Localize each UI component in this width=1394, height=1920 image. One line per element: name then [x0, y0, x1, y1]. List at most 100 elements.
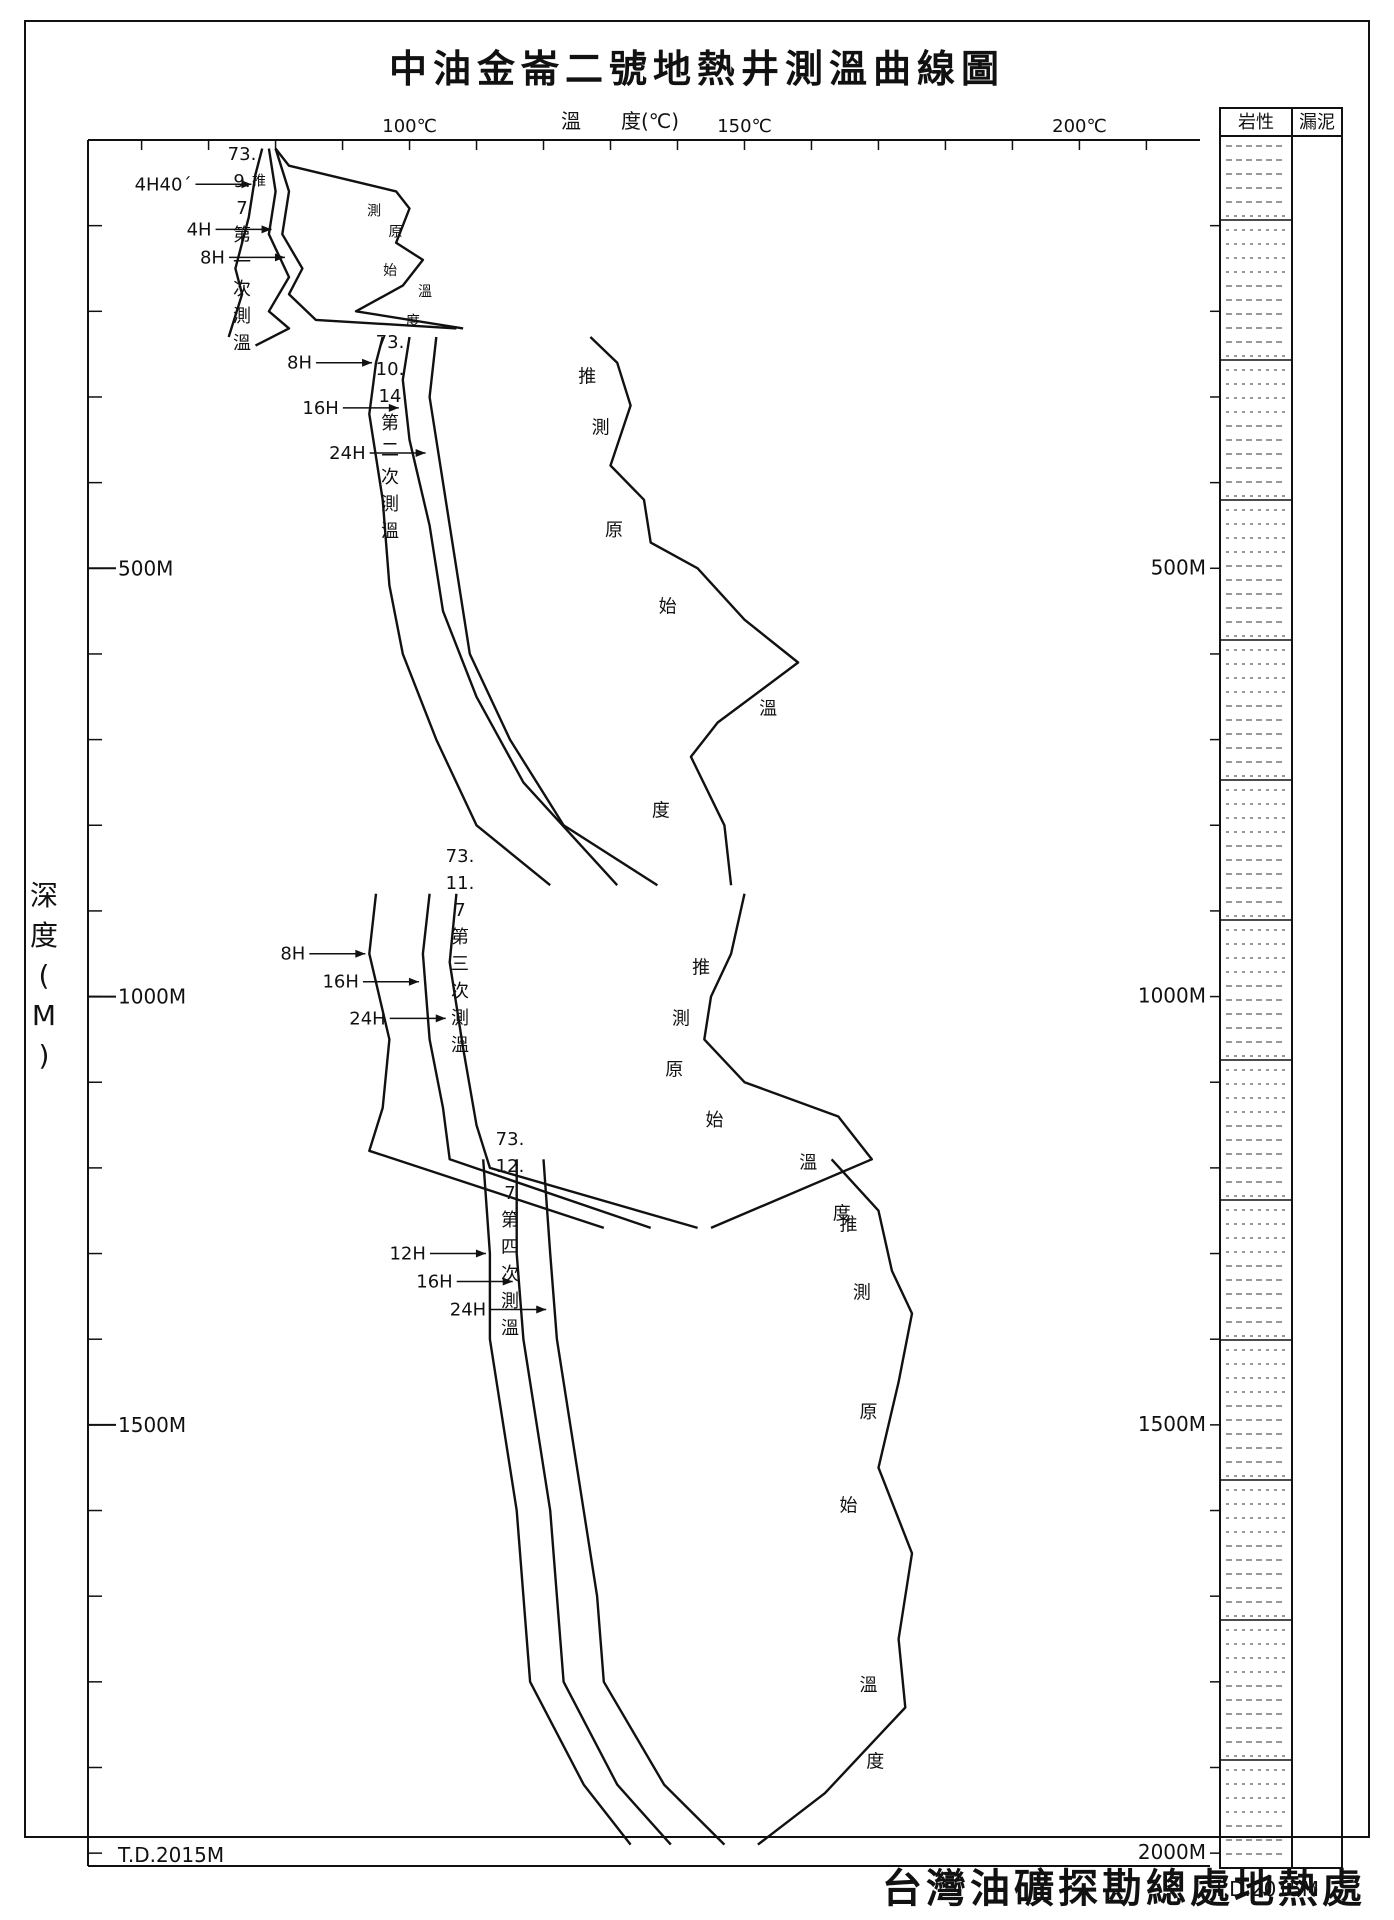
original-temp-label-char: 測 [367, 203, 381, 219]
pointer-arrowhead [261, 225, 272, 234]
td-label: T.D.2015M [117, 1843, 224, 1867]
lost-circulation-header: 漏泥 [1299, 112, 1335, 133]
y-tick-label: 500M [118, 556, 173, 580]
survey-date-label: 次 [501, 1264, 519, 1285]
original-temp-label-char: 推 [252, 174, 266, 190]
survey-curve [482, 1159, 632, 1846]
pointer-arrowhead [388, 403, 399, 412]
hour-label: 16H [322, 972, 358, 993]
original-temp-label-char: 始 [383, 263, 397, 279]
survey-date-label: 溫 [233, 333, 251, 354]
pointer-arrowhead [475, 1249, 486, 1258]
original-temp-label-char: 度 [866, 1752, 884, 1773]
original-temp-label-char: 原 [860, 1402, 878, 1423]
survey-date-label: 溫 [501, 1318, 519, 1339]
y-axis-label-char: M [32, 999, 56, 1032]
survey-date-label: 9. [233, 171, 250, 192]
pointer-arrowhead [435, 1014, 446, 1023]
survey-date-label: 12. [496, 1156, 525, 1177]
survey-date-label: 73. [496, 1129, 525, 1150]
original-temperature-curve [274, 147, 464, 330]
survey-date-label: 測 [451, 1008, 469, 1029]
axes-layer: 100℃ 150℃ 200℃ 溫 度(℃) 500M 1000M 1500M T.D.2015… [30, 109, 1210, 1867]
survey-curve [368, 893, 605, 1230]
survey-date-label: 二 [381, 440, 399, 461]
hour-label: 16H [416, 1272, 452, 1293]
y-axis-label-char: ( [39, 959, 50, 992]
survey-date-label: 測 [381, 494, 399, 515]
hour-label: 12H [389, 1244, 425, 1265]
x-tick-label: 100℃ [382, 116, 437, 137]
hour-label: 8H [287, 353, 312, 374]
survey-curve [254, 148, 291, 347]
original-temp-label-char: 度 [833, 1203, 851, 1224]
hour-label: 8H [280, 944, 305, 965]
chart-frame [24, 20, 1370, 1838]
survey-curve [515, 1159, 672, 1846]
lithology-box [1219, 107, 1343, 1869]
original-temp-label-char: 度 [406, 314, 420, 330]
original-temp-label-char: 溫 [799, 1152, 817, 1173]
chart-title: 中油金崙二號地熱井測溫曲線圖 [388, 47, 1005, 91]
survey-date-label: 第 [501, 1210, 519, 1231]
pointer-arrowhead [415, 448, 426, 457]
x-tick-label: 150℃ [717, 116, 772, 137]
survey-date-label: 7 [236, 198, 247, 219]
hour-label: 24H [450, 1300, 486, 1321]
original-temp-label-char: 始 [839, 1496, 857, 1517]
survey-date-label: 第 [451, 927, 469, 948]
survey-date-label: 7 [504, 1183, 515, 1204]
y-axis-label-char: 度 [30, 919, 58, 952]
y-tick-label: 1000M [118, 985, 186, 1009]
right-tick-label: 500M [1151, 555, 1206, 579]
survey-date-label: 7 [454, 900, 465, 921]
original-temp-label-char: 度 [652, 801, 670, 822]
survey-date-label: 測 [233, 306, 251, 327]
pointer-arrowhead [536, 1305, 547, 1314]
survey-curve [542, 1159, 726, 1846]
survey-curve [368, 336, 551, 887]
original-temperature-curve [589, 336, 800, 886]
hour-label: 16H [302, 398, 338, 419]
lithology-column: 岩性漏泥500M1000M1500M2000MT.D.2015M [1138, 107, 1343, 1901]
original-temperature-curve [757, 1158, 914, 1846]
survey-date-label: 一 [233, 252, 251, 273]
pointer-arrowhead [502, 1277, 513, 1286]
survey-date-label: 次 [381, 467, 399, 488]
original-temp-label-char: 溫 [759, 699, 777, 720]
survey-date-label: 73. [446, 846, 475, 867]
original-temp-label-char: 推 [578, 367, 596, 388]
y-tick-label: 1500M [118, 1413, 186, 1437]
original-temp-label-char: 測 [672, 1009, 690, 1030]
pointer-arrowhead [274, 253, 285, 262]
original-temp-label-char: 始 [705, 1110, 723, 1131]
survey-date-label: 四 [501, 1237, 519, 1258]
x-tick-label: 200℃ [1052, 116, 1107, 137]
pointer-arrowhead [408, 977, 419, 986]
y-axis-label-char: ) [39, 1039, 50, 1072]
survey-date-label: 溫 [451, 1035, 469, 1056]
original-temp-label-char: 推 [692, 958, 710, 979]
right-td-label: T.D.2015M [1212, 1877, 1319, 1901]
survey-curve [448, 893, 698, 1230]
x-axis-label: 溫 度(℃) [561, 109, 679, 133]
hour-label: 8H [200, 247, 225, 268]
original-temp-label-char: 原 [389, 225, 403, 241]
original-temperature-curve [703, 893, 873, 1230]
survey-date-label: 測 [501, 1291, 519, 1312]
survey-date-label: 73. [376, 332, 405, 353]
original-temp-label-char: 溫 [860, 1675, 878, 1696]
y-axis-label-char: 深 [30, 879, 58, 912]
labels-layer: 4H40´4H8H73.9.7第一次測溫推測原始溫度8H16H24H73.10.… [135, 144, 885, 1773]
lithology-header: 岩性 [1238, 112, 1274, 133]
pointer-arrowhead [355, 949, 366, 958]
original-temp-label-char: 原 [665, 1059, 683, 1080]
survey-date-label: 三 [451, 954, 469, 975]
hour-label: 4H40´ [135, 174, 192, 195]
survey-date-label: 次 [451, 981, 469, 1002]
survey-date-label: 第 [381, 413, 399, 434]
right-tick-label: 1500M [1138, 1412, 1206, 1436]
survey-date-label: 11. [446, 873, 475, 894]
survey-date-label: 14 [379, 386, 402, 407]
survey-curve [274, 148, 457, 330]
